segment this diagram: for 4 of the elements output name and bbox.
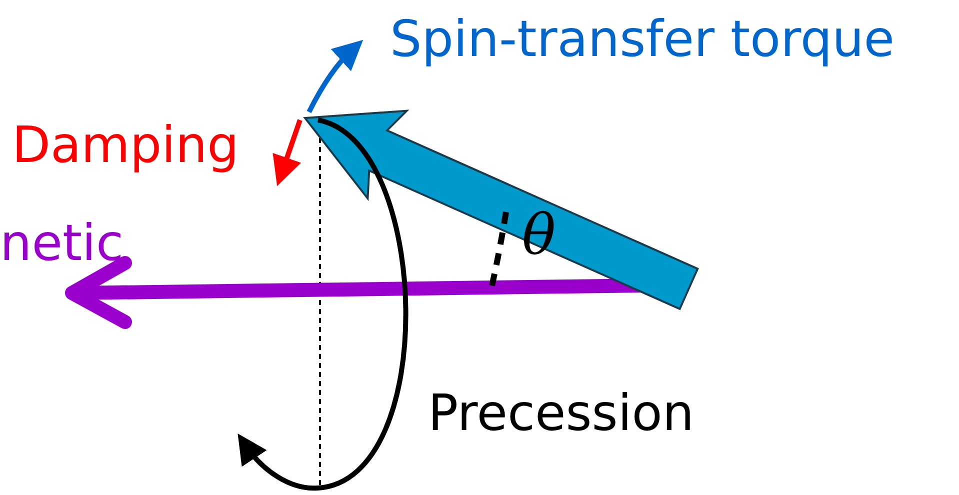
torque-label: Spin-transfer torque — [390, 14, 895, 64]
field-label: netic — [0, 218, 124, 268]
damping-label: Damping — [12, 120, 239, 170]
precession-label: Precession — [428, 388, 694, 438]
